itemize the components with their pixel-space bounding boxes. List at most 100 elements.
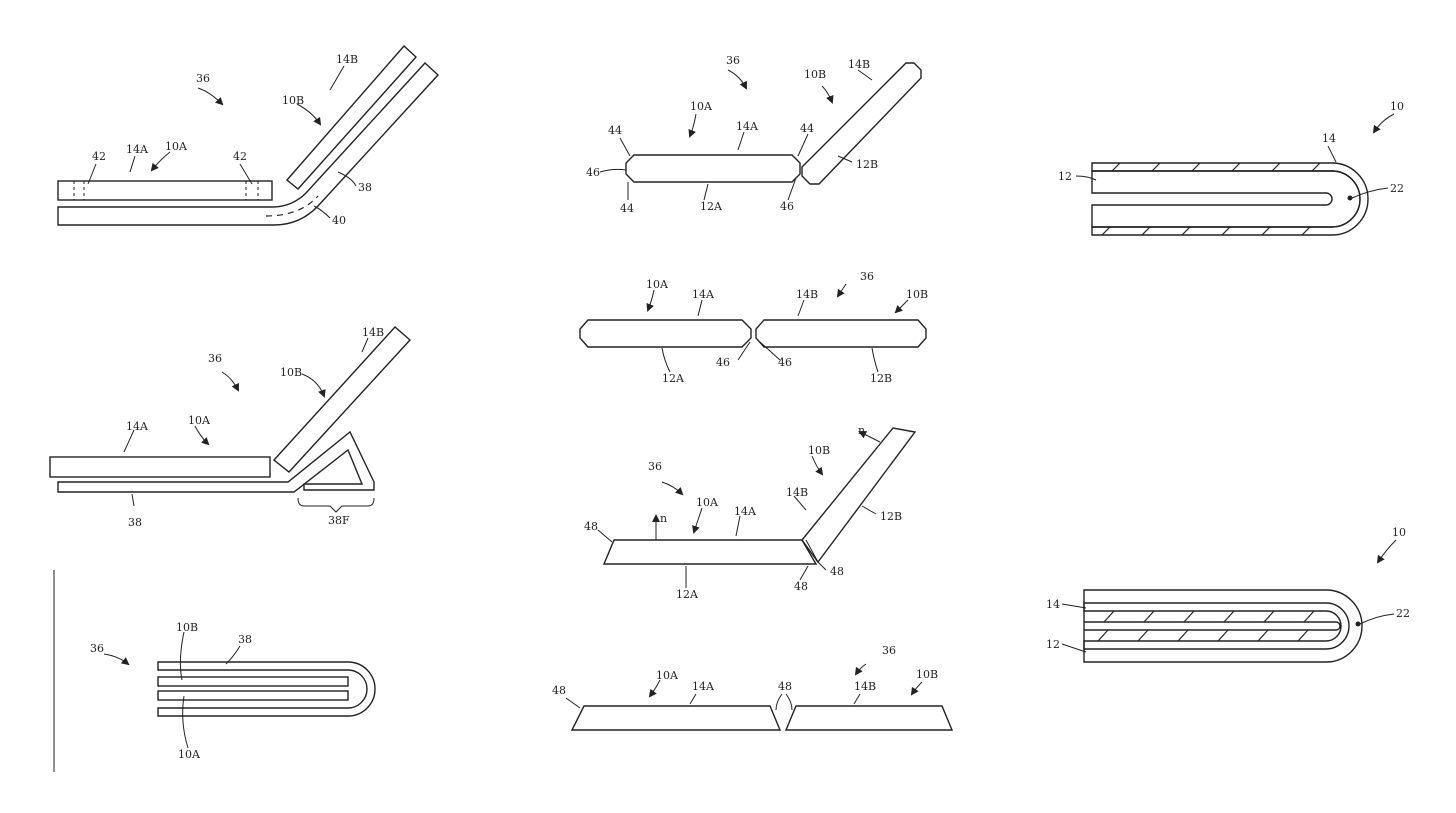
substrate-12: [1091, 170, 1361, 228]
display-10a: [49, 456, 271, 478]
ref-14: 14: [1322, 132, 1336, 145]
hatching-top: [1111, 162, 1321, 172]
hatching-bottom: [1101, 226, 1311, 236]
fig-folded-device-top: 10 14 12 22: [1058, 100, 1404, 236]
ref-12b: 12B: [856, 158, 878, 171]
display-10b: [801, 427, 917, 564]
ref-10a: 10A: [178, 748, 201, 761]
ref-46-left: 46: [586, 166, 600, 179]
ref-38: 38: [128, 516, 142, 529]
cover-layer-14: [1083, 602, 1350, 650]
hatching-bottom: [1097, 629, 1309, 642]
ref-10a: 10A: [690, 100, 713, 113]
ref-10b: 10B: [906, 288, 928, 301]
display-10b: [272, 326, 412, 473]
ref-14b: 14B: [786, 486, 808, 499]
ref-36: 36: [648, 460, 662, 473]
ref-46-right: 46: [780, 200, 794, 213]
fig-chamfered-panels-flat: 36 10A 14A 14B 10B 12A 46 46 12B: [579, 270, 928, 385]
ref-44-bottomleft: 44: [620, 202, 634, 215]
fig-trapezoid-panels-flat: 36 10A 14A 48 48 14B 10B: [552, 644, 954, 731]
display-10b: [285, 44, 417, 190]
ref-38: 38: [358, 181, 372, 194]
ref-22: 22: [1390, 182, 1404, 195]
ref-22: 22: [1396, 607, 1410, 620]
fig-trapezoid-panels-angled: n n 36 10A 14A 48 12A 10B 14B 12B 48 48: [584, 424, 917, 601]
ref-14b: 14B: [362, 326, 384, 339]
display-10a: [579, 319, 752, 348]
ref-48-center: 48: [778, 680, 792, 693]
ref-36: 36: [90, 642, 104, 655]
ref-10b: 10B: [804, 68, 826, 81]
ref-44-right: 44: [800, 122, 814, 135]
cover-layer-14: [1091, 162, 1369, 236]
ref-10b: 10B: [280, 366, 302, 379]
display-10a: [602, 539, 818, 565]
ref-36: 36: [882, 644, 896, 657]
ref-10b: 10B: [176, 621, 198, 634]
ref-36: 36: [196, 72, 210, 85]
ref-36: 36: [726, 54, 740, 67]
ref-12: 12: [1046, 638, 1060, 651]
ref-42-left: 42: [92, 150, 106, 163]
ref-48-left: 48: [584, 520, 598, 533]
ref-12b: 12B: [870, 372, 892, 385]
ref-38: 38: [238, 633, 252, 646]
ref-10b: 10B: [916, 668, 938, 681]
ref-46-left: 46: [716, 356, 730, 369]
display-10a: [157, 690, 349, 701]
ref-42-right: 42: [233, 150, 247, 163]
ref-44-topleft: 44: [608, 124, 622, 137]
hatching-top: [1103, 610, 1315, 623]
ref-10b: 10B: [282, 94, 304, 107]
ref-14a: 14A: [126, 420, 149, 433]
substrate-12: [1083, 589, 1363, 663]
ref-10a: 10A: [646, 278, 669, 291]
ref-36: 36: [208, 352, 222, 365]
stand-strip-38: [57, 430, 375, 493]
ref-46-right: 46: [778, 356, 792, 369]
ref-10: 10: [1392, 526, 1406, 539]
display-10b: [801, 62, 922, 185]
strip-38: [157, 661, 376, 717]
ref-14a: 14A: [692, 680, 715, 693]
ref-10a: 10A: [656, 669, 679, 682]
ref-12a: 12A: [700, 200, 723, 213]
ref-10a: 10A: [696, 496, 719, 509]
hinge-axis-22: [1355, 621, 1361, 627]
ref-10a: 10A: [188, 414, 211, 427]
ref-38f: 38F: [328, 514, 350, 527]
display-10b: [784, 705, 954, 731]
ref-48-left: 48: [552, 684, 566, 697]
ref-14a: 14A: [126, 143, 149, 156]
ref-14b: 14B: [336, 53, 358, 66]
display-10a: [570, 705, 782, 731]
ref-n-right: n: [858, 424, 865, 437]
fig-display-on-stand: 36 14B 10B 14A 10A 38 38F: [49, 326, 412, 529]
ref-14a: 14A: [734, 505, 757, 518]
ref-48-right: 48: [830, 565, 844, 578]
display-10b: [755, 319, 927, 348]
ref-10: 10: [1390, 100, 1404, 113]
ref-14a: 14A: [736, 120, 759, 133]
ref-10b: 10B: [808, 444, 830, 457]
ref-40: 40: [332, 214, 346, 227]
display-10a: [57, 180, 273, 201]
ref-12a: 12A: [676, 588, 699, 601]
ref-14b: 14B: [796, 288, 818, 301]
fig-chamfered-panels-angled: 36 10B 14B 10A 14A 44 46 44 44 12B 12A 4…: [586, 54, 922, 215]
hinge-axis-22: [1347, 195, 1353, 201]
ref-12: 12: [1058, 170, 1072, 183]
ref-14: 14: [1046, 598, 1060, 611]
fig-bent-display-with-strip: 36 14B 10B 14A 10A 42 42 38 40: [57, 44, 439, 227]
ref-12a: 12A: [662, 372, 685, 385]
flexible-strip-38: [57, 62, 439, 226]
ref-36: 36: [860, 270, 874, 283]
display-10a: [625, 154, 801, 183]
ref-n-left: n: [660, 512, 667, 525]
ref-10a: 10A: [165, 140, 188, 153]
ref-12b: 12B: [880, 510, 902, 523]
display-10b: [157, 676, 349, 687]
ref-48-bottom: 48: [794, 580, 808, 593]
